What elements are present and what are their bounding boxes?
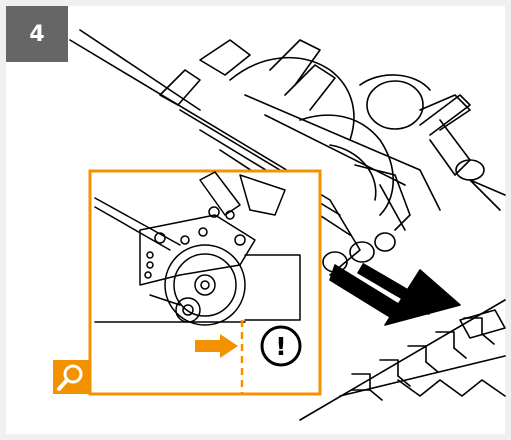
leader-line [69,39,321,191]
step-number: 4 [29,21,45,47]
zoom-detail-mechanism [94,171,301,326]
wheelchair-with-occupant [159,39,506,339]
staircase [299,299,506,421]
zoom-badge [53,360,89,394]
ramp-line-upper [79,29,201,111]
direction-arrow [329,262,461,326]
exclamation-circle-icon: ! [275,331,287,361]
arrow-right-icon [195,334,238,358]
step-number-badge: 4 [6,6,68,62]
magnifier-icon [57,364,83,391]
warning-circle [260,325,302,367]
